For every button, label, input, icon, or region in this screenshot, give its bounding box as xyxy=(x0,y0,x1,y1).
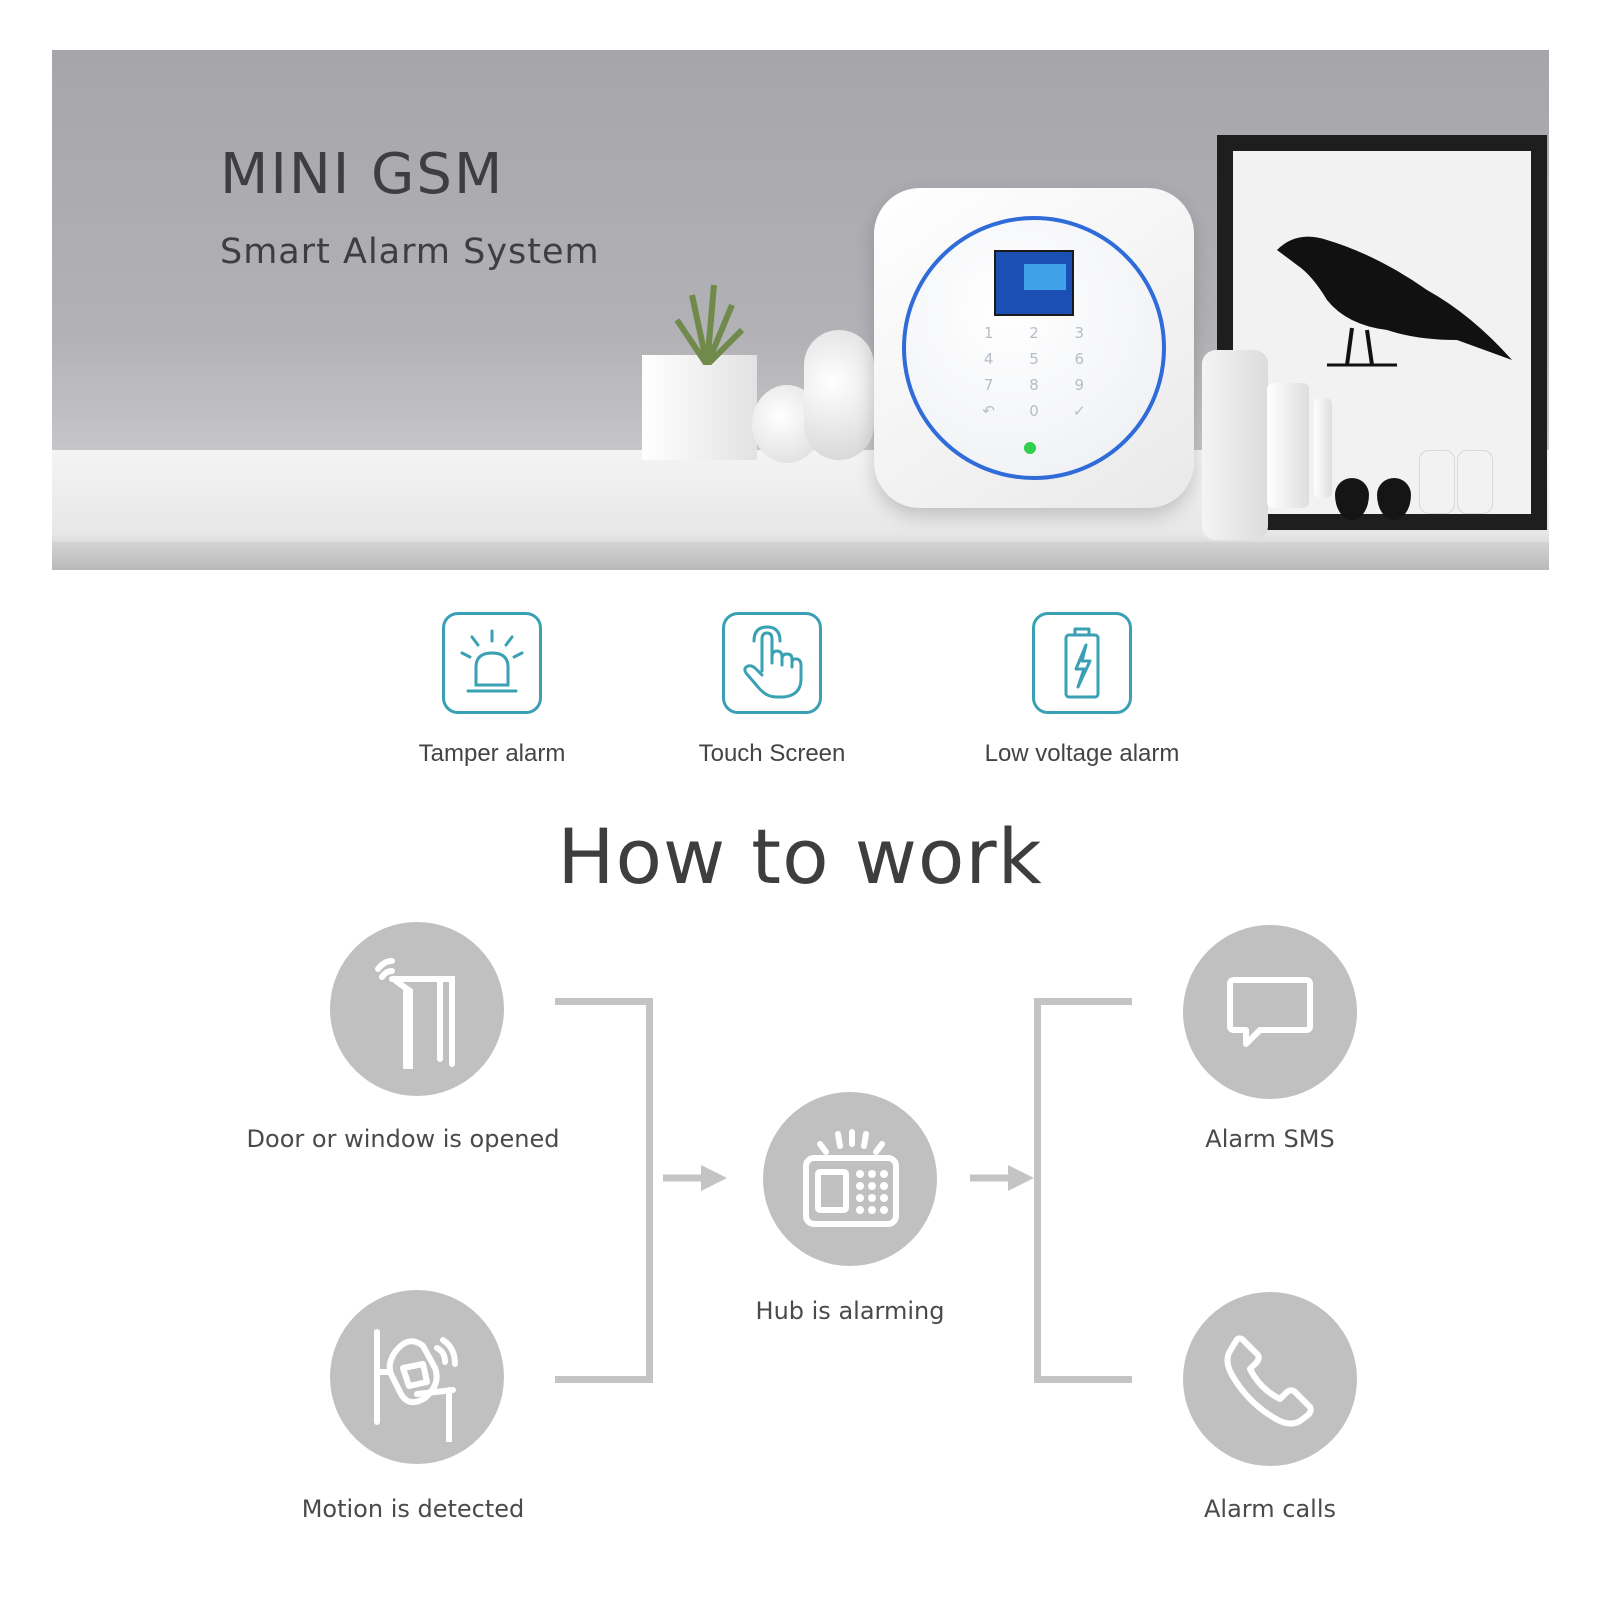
battery-bolt-icon xyxy=(1064,627,1100,699)
feature-icon-box xyxy=(1032,612,1132,714)
feature-label: Touch Screen xyxy=(698,740,846,767)
output-label-sms: Alarm SMS xyxy=(1205,1125,1335,1153)
remote-control xyxy=(1419,450,1455,514)
hub-key: 1 xyxy=(983,324,994,342)
hub-key: ✓ xyxy=(1073,402,1086,420)
motion-sensor-icon xyxy=(374,1329,458,1442)
feature-label: Tamper alarm xyxy=(418,740,566,767)
tall-vase xyxy=(804,330,874,460)
remote-control xyxy=(1457,450,1493,514)
hub-keypad: 1 2 3 4 5 6 7 8 9 ↶ 0 ✓ xyxy=(966,324,1102,420)
banner-title: MINI GSM xyxy=(220,142,505,207)
hub-key: 0 xyxy=(1029,402,1039,420)
pir-motion-sensor xyxy=(1202,350,1268,540)
feature-icon-box xyxy=(722,612,822,714)
hub-key: 6 xyxy=(1074,350,1085,368)
calls-circle xyxy=(1183,1292,1357,1466)
plant-pot xyxy=(642,355,757,460)
rfid-tag xyxy=(1377,478,1411,520)
feature-touch-screen: Touch Screen xyxy=(642,612,902,768)
arrow-from-hub xyxy=(970,1165,1034,1191)
feature-label: Low voltage alarm xyxy=(984,740,1180,767)
feature-tamper-alarm: Tamper alarm xyxy=(362,612,622,768)
trigger-label-door: Door or window is opened xyxy=(246,1125,560,1153)
hub-led xyxy=(1024,442,1036,454)
touch-hand-icon xyxy=(743,625,803,699)
arrow-to-hub xyxy=(663,1165,727,1191)
bracket-left-top xyxy=(555,998,653,1005)
bracket-left-vertical xyxy=(646,998,653,1383)
hub-screen xyxy=(994,250,1074,316)
hub-key: 8 xyxy=(1029,376,1039,394)
door-sensor-circle xyxy=(330,922,504,1096)
trigger-label-motion: Motion is detected xyxy=(301,1495,525,1523)
plant-leaves xyxy=(674,284,745,365)
crow-artwork xyxy=(1277,236,1512,367)
output-label-calls: Alarm calls xyxy=(1204,1495,1336,1523)
hub-key: 4 xyxy=(983,350,994,368)
alarm-hub-icon xyxy=(803,1129,899,1227)
sms-circle xyxy=(1183,925,1357,1099)
hub-key: 7 xyxy=(983,376,994,394)
motion-sensor-circle xyxy=(330,1290,504,1464)
hub-key: ↶ xyxy=(982,402,995,420)
counter-edge xyxy=(52,542,1549,570)
siren-icon xyxy=(460,629,524,693)
alarm-hub-device: 1 2 3 4 5 6 7 8 9 ↶ 0 ✓ xyxy=(874,188,1194,508)
bracket-right-bottom xyxy=(1034,1376,1132,1383)
feature-low-voltage-alarm: Low voltage alarm xyxy=(952,612,1212,768)
bracket-left-bottom xyxy=(555,1376,653,1383)
door-sensor-magnet xyxy=(1314,398,1332,498)
bracket-right-top xyxy=(1034,998,1132,1005)
hub-key: 3 xyxy=(1074,324,1085,342)
hub-key: 2 xyxy=(1029,324,1039,342)
how-to-work-title: How to work xyxy=(557,812,1043,901)
rfid-tag xyxy=(1335,478,1369,520)
hub-circle xyxy=(763,1092,937,1266)
hub-ring: 1 2 3 4 5 6 7 8 9 ↶ 0 ✓ xyxy=(902,216,1166,480)
hub-label: Hub is alarming xyxy=(755,1297,945,1325)
product-banner: MINI GSM Smart Alarm System 1 2 3 4 5 6 … xyxy=(52,50,1549,570)
banner-subtitle: Smart Alarm System xyxy=(220,232,600,272)
message-bubble-icon xyxy=(1227,977,1313,1047)
bracket-right-vertical xyxy=(1034,998,1041,1383)
phone-icon xyxy=(1224,1335,1314,1427)
door-sensor-icon xyxy=(375,958,455,1069)
hub-key: 5 xyxy=(1029,350,1039,368)
door-sensor-main xyxy=(1267,383,1309,508)
feature-icon-box xyxy=(442,612,542,714)
hub-key: 9 xyxy=(1074,376,1085,394)
